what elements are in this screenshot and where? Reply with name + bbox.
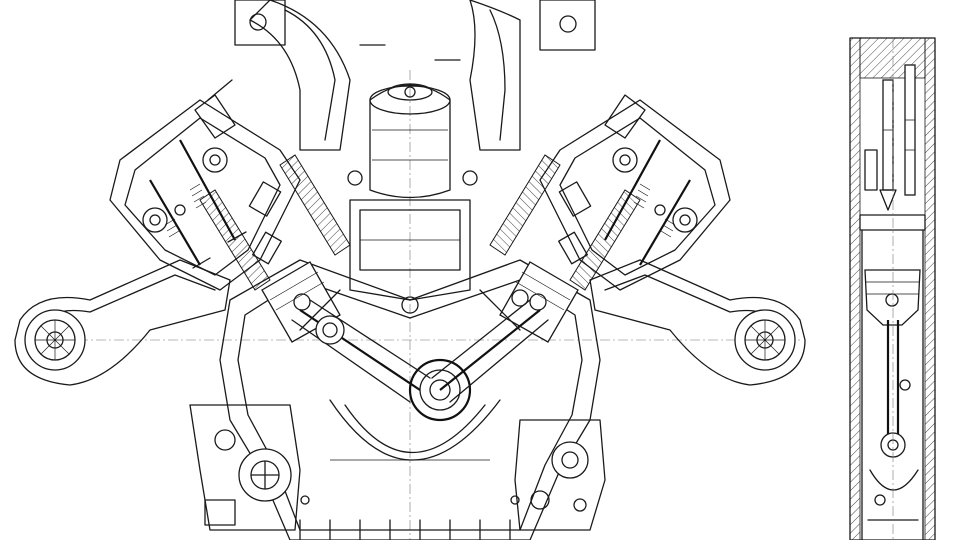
right-cylinder-bank: [431, 94, 731, 403]
right-turbocharger: [589, 259, 806, 386]
oil-pump: [189, 404, 301, 531]
center-chamber: [299, 199, 521, 331]
fastener-details: [174, 170, 666, 505]
intake-runners: [234, 0, 596, 151]
left-turbocharger: [14, 259, 231, 386]
left-cylinder-bank: [109, 79, 431, 403]
oil-filter: [369, 83, 451, 199]
coolant-pump: [514, 419, 606, 531]
crankshaft-journal: [408, 358, 472, 422]
cylinder-side-view: [849, 37, 936, 540]
engine-front-view: [14, 0, 806, 540]
